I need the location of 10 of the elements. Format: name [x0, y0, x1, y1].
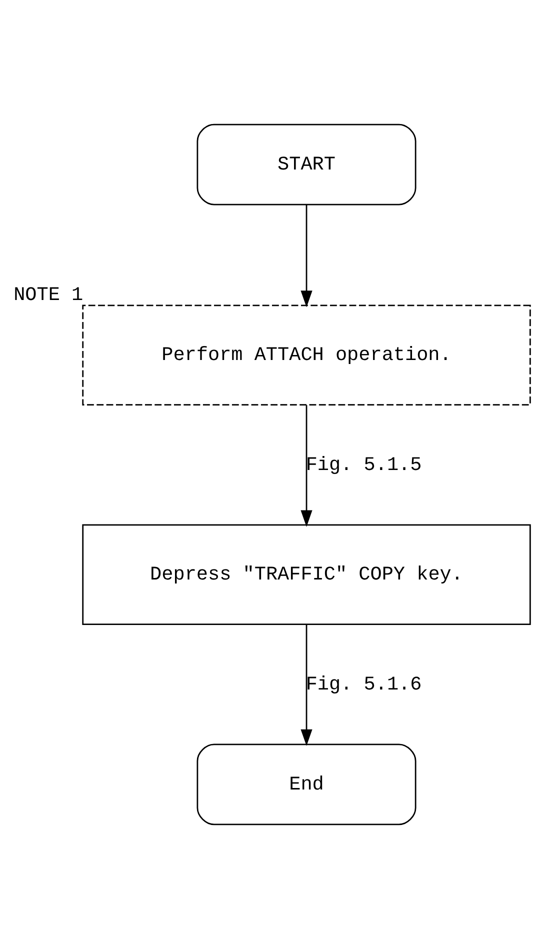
node-box: START: [196, 124, 416, 206]
arrow: [300, 405, 312, 527]
node-box: Perform ATTACH operation.: [82, 304, 531, 406]
node-label: NOTE 1: [14, 284, 84, 306]
arrow: [300, 624, 312, 746]
node-box: Depress "TRAFFIC" COPY key.: [82, 524, 531, 625]
node-box: End: [196, 744, 416, 826]
arrow: [300, 204, 312, 308]
edge-label: Fig. 5.1.6: [306, 673, 422, 696]
edge-label: Fig. 5.1.5: [306, 454, 422, 476]
